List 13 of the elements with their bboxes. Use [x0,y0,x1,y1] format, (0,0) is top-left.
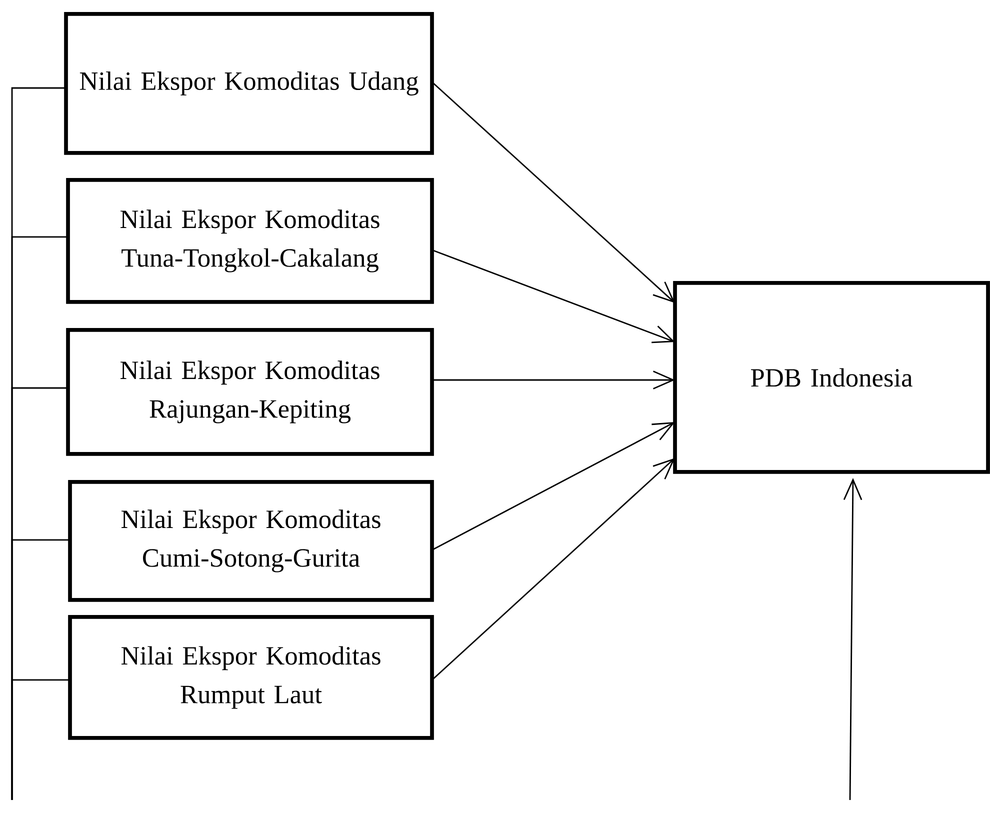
box: Nilai Ekspor Komoditas Cumi-Sotong-Gurita [68,480,434,602]
arrow [432,249,675,344]
box: Nilai Ekspor Komoditas Tuna-Tongkol-Cakalang [66,178,434,304]
box: Nilai Ekspor Komoditas Rajungan-Kepiting [66,328,434,456]
box: Nilai Ekspor Komoditas Udang [64,12,434,155]
arrow [843,478,862,800]
arrow [432,370,675,390]
box: PDB Indonesia [673,281,990,474]
arrow [432,422,675,551]
box: Nilai Ekspor Komoditas Rumput Laut [68,615,434,740]
bracket-line [11,679,70,800]
arrow [432,458,675,680]
arrow [432,81,675,303]
